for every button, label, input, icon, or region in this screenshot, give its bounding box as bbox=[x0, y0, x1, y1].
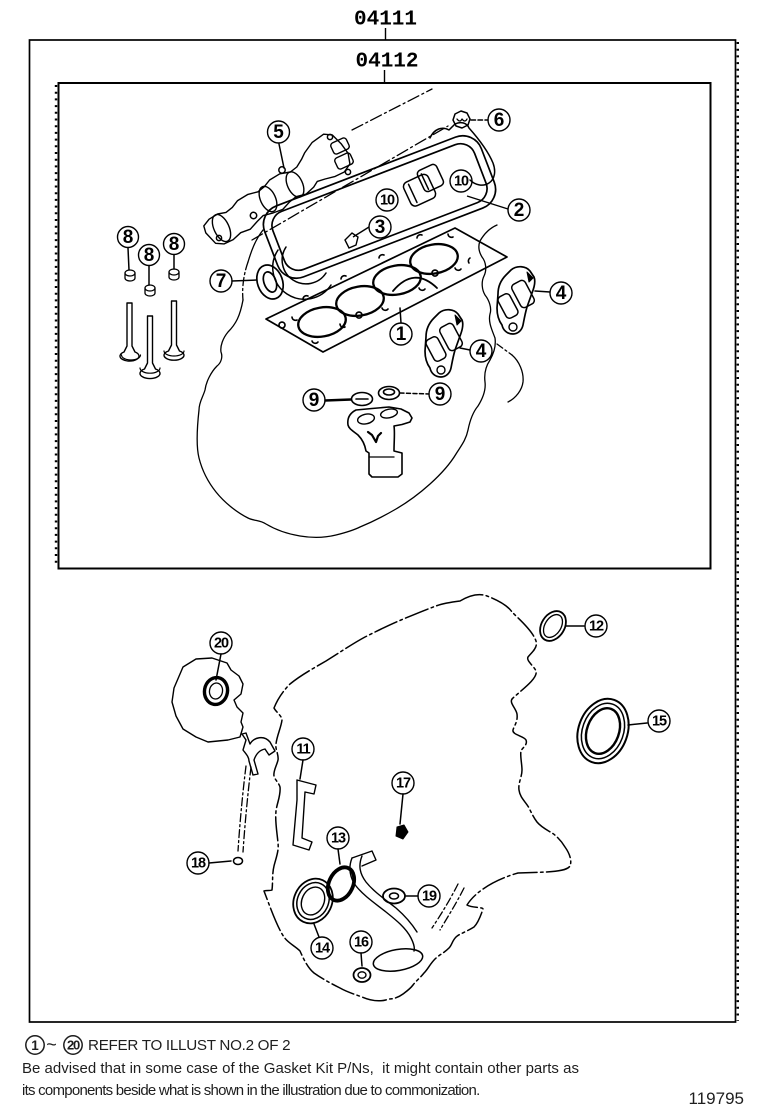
svg-text:4: 4 bbox=[556, 283, 567, 304]
svg-text:3: 3 bbox=[375, 217, 386, 238]
svg-text:8: 8 bbox=[144, 245, 155, 266]
svg-text:10: 10 bbox=[380, 193, 395, 209]
svg-text:12: 12 bbox=[589, 619, 604, 635]
svg-text:20: 20 bbox=[214, 636, 229, 652]
svg-text:8: 8 bbox=[123, 227, 134, 248]
svg-text:Be advised that in some case o: Be advised that in some case of the Gask… bbox=[22, 1060, 579, 1077]
svg-text:its components beside what is: its components beside what is shown in t… bbox=[22, 1082, 480, 1099]
svg-text:2: 2 bbox=[514, 200, 525, 221]
svg-text:18: 18 bbox=[191, 856, 206, 872]
svg-text:14: 14 bbox=[315, 941, 330, 957]
svg-text:7: 7 bbox=[216, 271, 227, 292]
svg-text:19: 19 bbox=[422, 889, 437, 905]
svg-text:5: 5 bbox=[273, 122, 284, 143]
svg-text:9: 9 bbox=[435, 384, 446, 405]
svg-text:6: 6 bbox=[494, 110, 505, 131]
svg-text:04111: 04111 bbox=[354, 9, 417, 32]
svg-text:20: 20 bbox=[67, 1038, 80, 1053]
svg-text:~: ~ bbox=[46, 1035, 57, 1055]
svg-text:1: 1 bbox=[396, 324, 407, 345]
svg-text:04112: 04112 bbox=[355, 51, 418, 74]
svg-text:16: 16 bbox=[354, 935, 369, 951]
svg-text:4: 4 bbox=[476, 341, 487, 362]
svg-text:15: 15 bbox=[652, 714, 667, 730]
svg-text:13: 13 bbox=[331, 831, 346, 847]
svg-text:1: 1 bbox=[31, 1038, 39, 1053]
svg-text:REFER TO ILLUST NO.2 OF 2: REFER TO ILLUST NO.2 OF 2 bbox=[88, 1037, 290, 1054]
svg-text:17: 17 bbox=[396, 776, 411, 792]
svg-text:9: 9 bbox=[309, 390, 320, 411]
svg-text:11: 11 bbox=[296, 742, 310, 758]
svg-text:119795: 119795 bbox=[689, 1089, 744, 1108]
svg-text:10: 10 bbox=[454, 174, 469, 190]
svg-text:8: 8 bbox=[169, 234, 180, 255]
